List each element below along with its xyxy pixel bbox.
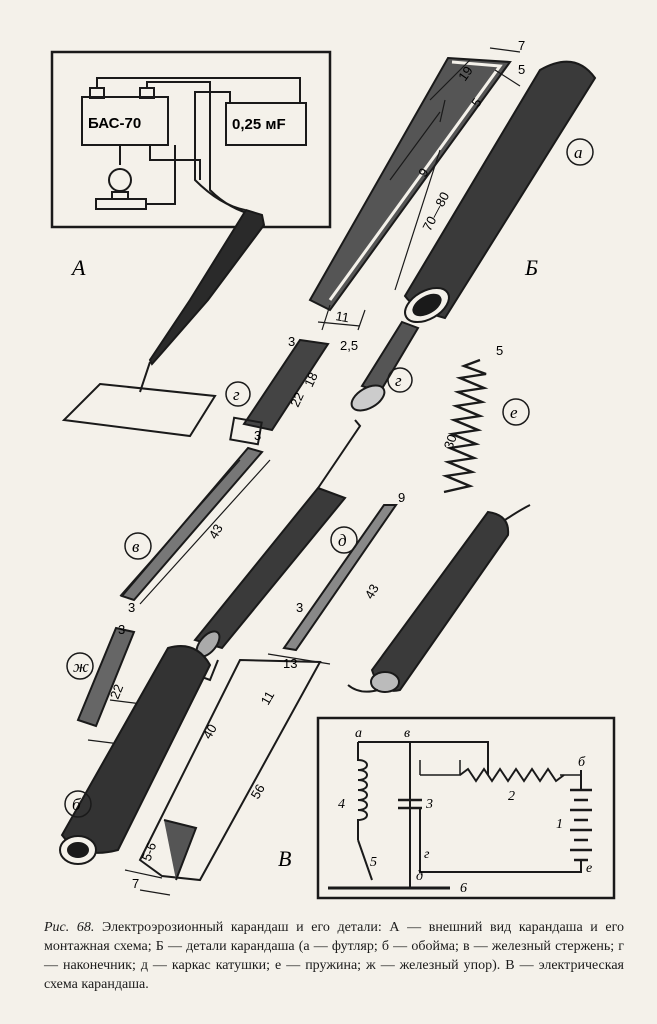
figure-number: Рис. 68. bbox=[44, 920, 95, 935]
pencil-a bbox=[148, 208, 266, 366]
lamp-icon bbox=[108, 168, 132, 192]
part-label-e: е bbox=[510, 403, 518, 422]
node-d: д bbox=[416, 869, 423, 884]
node-v: в bbox=[404, 726, 410, 741]
num-6: 6 bbox=[460, 881, 467, 896]
part-label-g1: г bbox=[233, 385, 240, 404]
num-2: 2 bbox=[508, 789, 515, 804]
num-1: 1 bbox=[556, 817, 563, 832]
plate bbox=[61, 382, 217, 438]
dim-40: 40 bbox=[200, 721, 220, 741]
num-5: 5 bbox=[370, 855, 377, 870]
panel-b-label: Б bbox=[524, 255, 538, 280]
capacitor-box bbox=[225, 102, 307, 146]
dim-3b: 3 bbox=[254, 428, 261, 443]
schematic-battery bbox=[570, 788, 592, 862]
dim-3d: 3 bbox=[296, 600, 303, 615]
dim-2-5: 2,5 bbox=[340, 338, 358, 353]
battery-label: БАС-70 bbox=[88, 115, 141, 132]
figure-drawing: А Б В БАС-70 0,25 мF а б в г г д е ж 19 … bbox=[50, 38, 616, 900]
dim-56: 56 bbox=[248, 781, 268, 801]
part-label-b: б bbox=[72, 795, 81, 814]
dim-11: 11 bbox=[334, 308, 350, 325]
dim-13: 13 bbox=[283, 656, 297, 671]
schematic-resistor bbox=[459, 767, 565, 783]
spring bbox=[441, 358, 489, 494]
coil-assembly bbox=[186, 419, 362, 682]
dim-3c: 3 bbox=[128, 600, 135, 615]
dim-11b: 11 bbox=[258, 688, 278, 707]
dim-5c: 5 bbox=[496, 343, 503, 358]
part-label-d: д bbox=[338, 531, 347, 550]
dim-22b: 22 bbox=[107, 682, 126, 701]
part-case bbox=[403, 60, 597, 324]
wound-coil bbox=[347, 504, 531, 693]
dim-22a: 22 bbox=[287, 390, 307, 409]
dim-7: 7 bbox=[518, 38, 525, 53]
node-a: а bbox=[355, 726, 362, 741]
dim-5a: 5 bbox=[518, 62, 525, 77]
sleeve bbox=[59, 645, 212, 865]
panel-a-frame bbox=[50, 50, 332, 229]
node-e: е bbox=[586, 861, 592, 876]
dim-18: 18 bbox=[301, 370, 321, 389]
dim-43a: 43 bbox=[206, 521, 226, 541]
dim-7b: 7 bbox=[132, 876, 139, 891]
part-label-g2: г bbox=[395, 371, 402, 390]
node-g: г bbox=[424, 847, 430, 862]
part-label-v: в bbox=[132, 537, 140, 556]
iron-stop bbox=[76, 626, 136, 728]
node-b: б bbox=[578, 755, 586, 770]
panel-a-label: А bbox=[70, 255, 86, 280]
dim-30: 30 bbox=[441, 432, 460, 451]
panel-v-label: В bbox=[278, 846, 291, 871]
capacitor-label: 0,25 мF bbox=[232, 116, 286, 133]
caption-text: Электроэрозионный карандаш и его детали:… bbox=[44, 920, 625, 992]
battery-box bbox=[81, 96, 169, 146]
dim-9b: 9 bbox=[398, 490, 405, 505]
dim-5-6: 5-6 bbox=[139, 840, 160, 863]
tip-upper bbox=[242, 338, 330, 432]
dim-3e: 3 bbox=[118, 622, 125, 637]
iron-rod bbox=[120, 446, 264, 602]
tip-nozzle bbox=[360, 320, 420, 394]
figure-caption: Рис. 68. Электроэрозионный карандаш и ег… bbox=[44, 918, 624, 994]
num-3: 3 bbox=[425, 797, 433, 812]
dim-3a: 3 bbox=[288, 334, 295, 349]
part-label-zh: ж bbox=[73, 657, 89, 676]
schematic-coil bbox=[357, 742, 368, 840]
num-4: 4 bbox=[338, 797, 345, 812]
dim-43b: 43 bbox=[362, 581, 382, 601]
coil-former bbox=[282, 504, 398, 652]
part-label-a: а bbox=[574, 143, 583, 162]
panel-v-frame bbox=[316, 716, 616, 900]
dim-19: 19 bbox=[455, 63, 476, 83]
